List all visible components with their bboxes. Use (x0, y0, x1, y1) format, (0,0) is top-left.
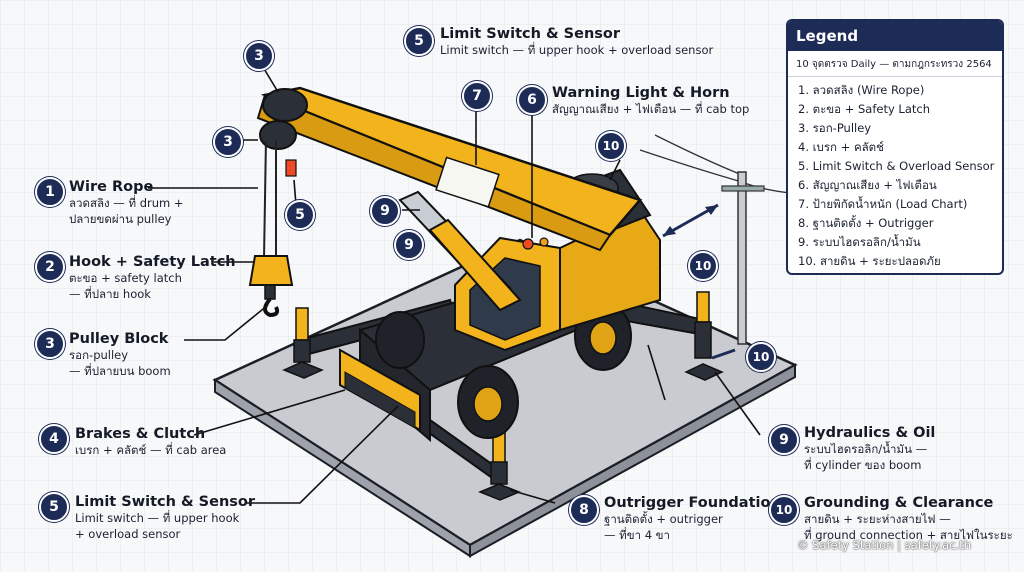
callout-title: Brakes & Clutch (75, 426, 226, 442)
legend-panel: Legend 10 จุดตรวจ Daily — ตามกฎกระทรวง 2… (786, 19, 1004, 275)
callout-desc-line2: ที่ cylinder ของ boom (804, 457, 935, 473)
callout-number: 4 (39, 424, 69, 454)
legend-item: 1. ลวดสลิง (Wire Rope) (798, 81, 1002, 100)
callout-number: 9 (769, 425, 799, 455)
callout-desc-line2: — ที่ปลาย hook (69, 286, 236, 302)
legend-item: 5. Limit Switch & Overload Sensor (798, 157, 1002, 176)
legend-item: 8. ฐานติดตั้ง + Outrigger (798, 214, 1002, 233)
callout-title: Hook + Safety Latch (69, 254, 236, 270)
callout-title: Hydraulics & Oil (804, 425, 935, 441)
callout-desc-line1: ลวดสลิง — ที่ drum + (69, 195, 184, 211)
callout-title: Wire Rope (69, 179, 184, 195)
marker-9-cylinder-upper: 9 (370, 196, 400, 226)
callout-desc-line1: ระบบไฮดรอลิก/น้ำมัน — (804, 441, 935, 457)
callout-title: Limit Switch & Sensor (440, 26, 713, 42)
callout-number: 3 (35, 329, 65, 359)
callout-desc-line2: — ที่ปลายบน boom (69, 363, 171, 379)
callout-number: 2 (35, 252, 65, 282)
callout-number: 10 (769, 495, 799, 525)
callout-number: 1 (35, 177, 65, 207)
callout-desc-line1: สายดิน + ระยะห่างสายไฟ — (804, 511, 1019, 527)
callout-title: Grounding & Clearance (804, 495, 1019, 511)
marker-9-cylinder-lower: 9 (394, 230, 424, 260)
marker-10-winch: 10 (596, 131, 626, 161)
callout-number: 5 (404, 26, 434, 56)
callout-desc-line2: — ที่ขา 4 ขา (604, 527, 781, 543)
callout-desc-line1: รอก-pulley (69, 347, 171, 363)
callout-desc-line1: ฐานติดตั้ง + outrigger (604, 511, 781, 527)
marker-6-cab-top: 6 (517, 85, 547, 115)
legend-subtitle: 10 จุดตรวจ Daily — ตามกฎกระทรวง 2564 (788, 51, 1002, 77)
legend-item: 9. ระบบไฮดรอลิก/น้ำมัน (798, 233, 1002, 252)
marker-3-lower: 3 (213, 127, 243, 157)
callout-title: Pulley Block (69, 331, 171, 347)
callout-desc-line1: ตะขอ + safety latch (69, 270, 236, 286)
marker-5-hook: 5 (285, 200, 315, 230)
callout-title: Limit Switch & Sensor (75, 494, 255, 510)
marker-10-outrigger: 10 (688, 251, 718, 281)
callout-title: Outrigger Foundation (604, 495, 781, 511)
legend-item: 3. รอก-Pulley (798, 119, 1002, 138)
callout-desc-line1: สัญญาณเสียง + ไฟเตือน — ที่ cab top (552, 101, 749, 117)
legend-item: 4. เบรก + คลัตช์ (798, 138, 1002, 157)
callout-desc-line1: Limit switch — ที่ upper hook + overload… (440, 42, 713, 58)
legend-item: 7. ป้ายพิกัดน้ำหนัก (Load Chart) (798, 195, 1002, 214)
callout-number: 8 (569, 495, 599, 525)
callout-desc-line1: Limit switch — ที่ upper hook (75, 510, 255, 526)
callout-number: 5 (39, 492, 69, 522)
callout-desc-line2: + overload sensor (75, 526, 255, 542)
legend-item: 10. สายดิน + ระยะปลอดภัย (798, 252, 1002, 271)
marker-3-upper: 3 (244, 41, 274, 71)
callout-desc-line2: ปลายขดผ่าน pulley (69, 211, 184, 227)
legend-item: 2. ตะขอ + Safety Latch (798, 100, 1002, 119)
callout-desc-line1: เบรก + คลัตช์ — ที่ cab area (75, 442, 226, 458)
legend-list: 1. ลวดสลิง (Wire Rope) 2. ตะขอ + Safety … (788, 81, 1002, 271)
copyright-credit: © Safety Station | safety.ac.th (797, 538, 971, 552)
legend-title: Legend (788, 21, 1002, 51)
callout-title: Warning Light & Horn (552, 85, 749, 101)
marker-10-pole: 10 (746, 342, 776, 372)
legend-item: 6. สัญญาณเสียง + ไฟเตือน (798, 176, 1002, 195)
marker-7-load-chart: 7 (462, 81, 492, 111)
